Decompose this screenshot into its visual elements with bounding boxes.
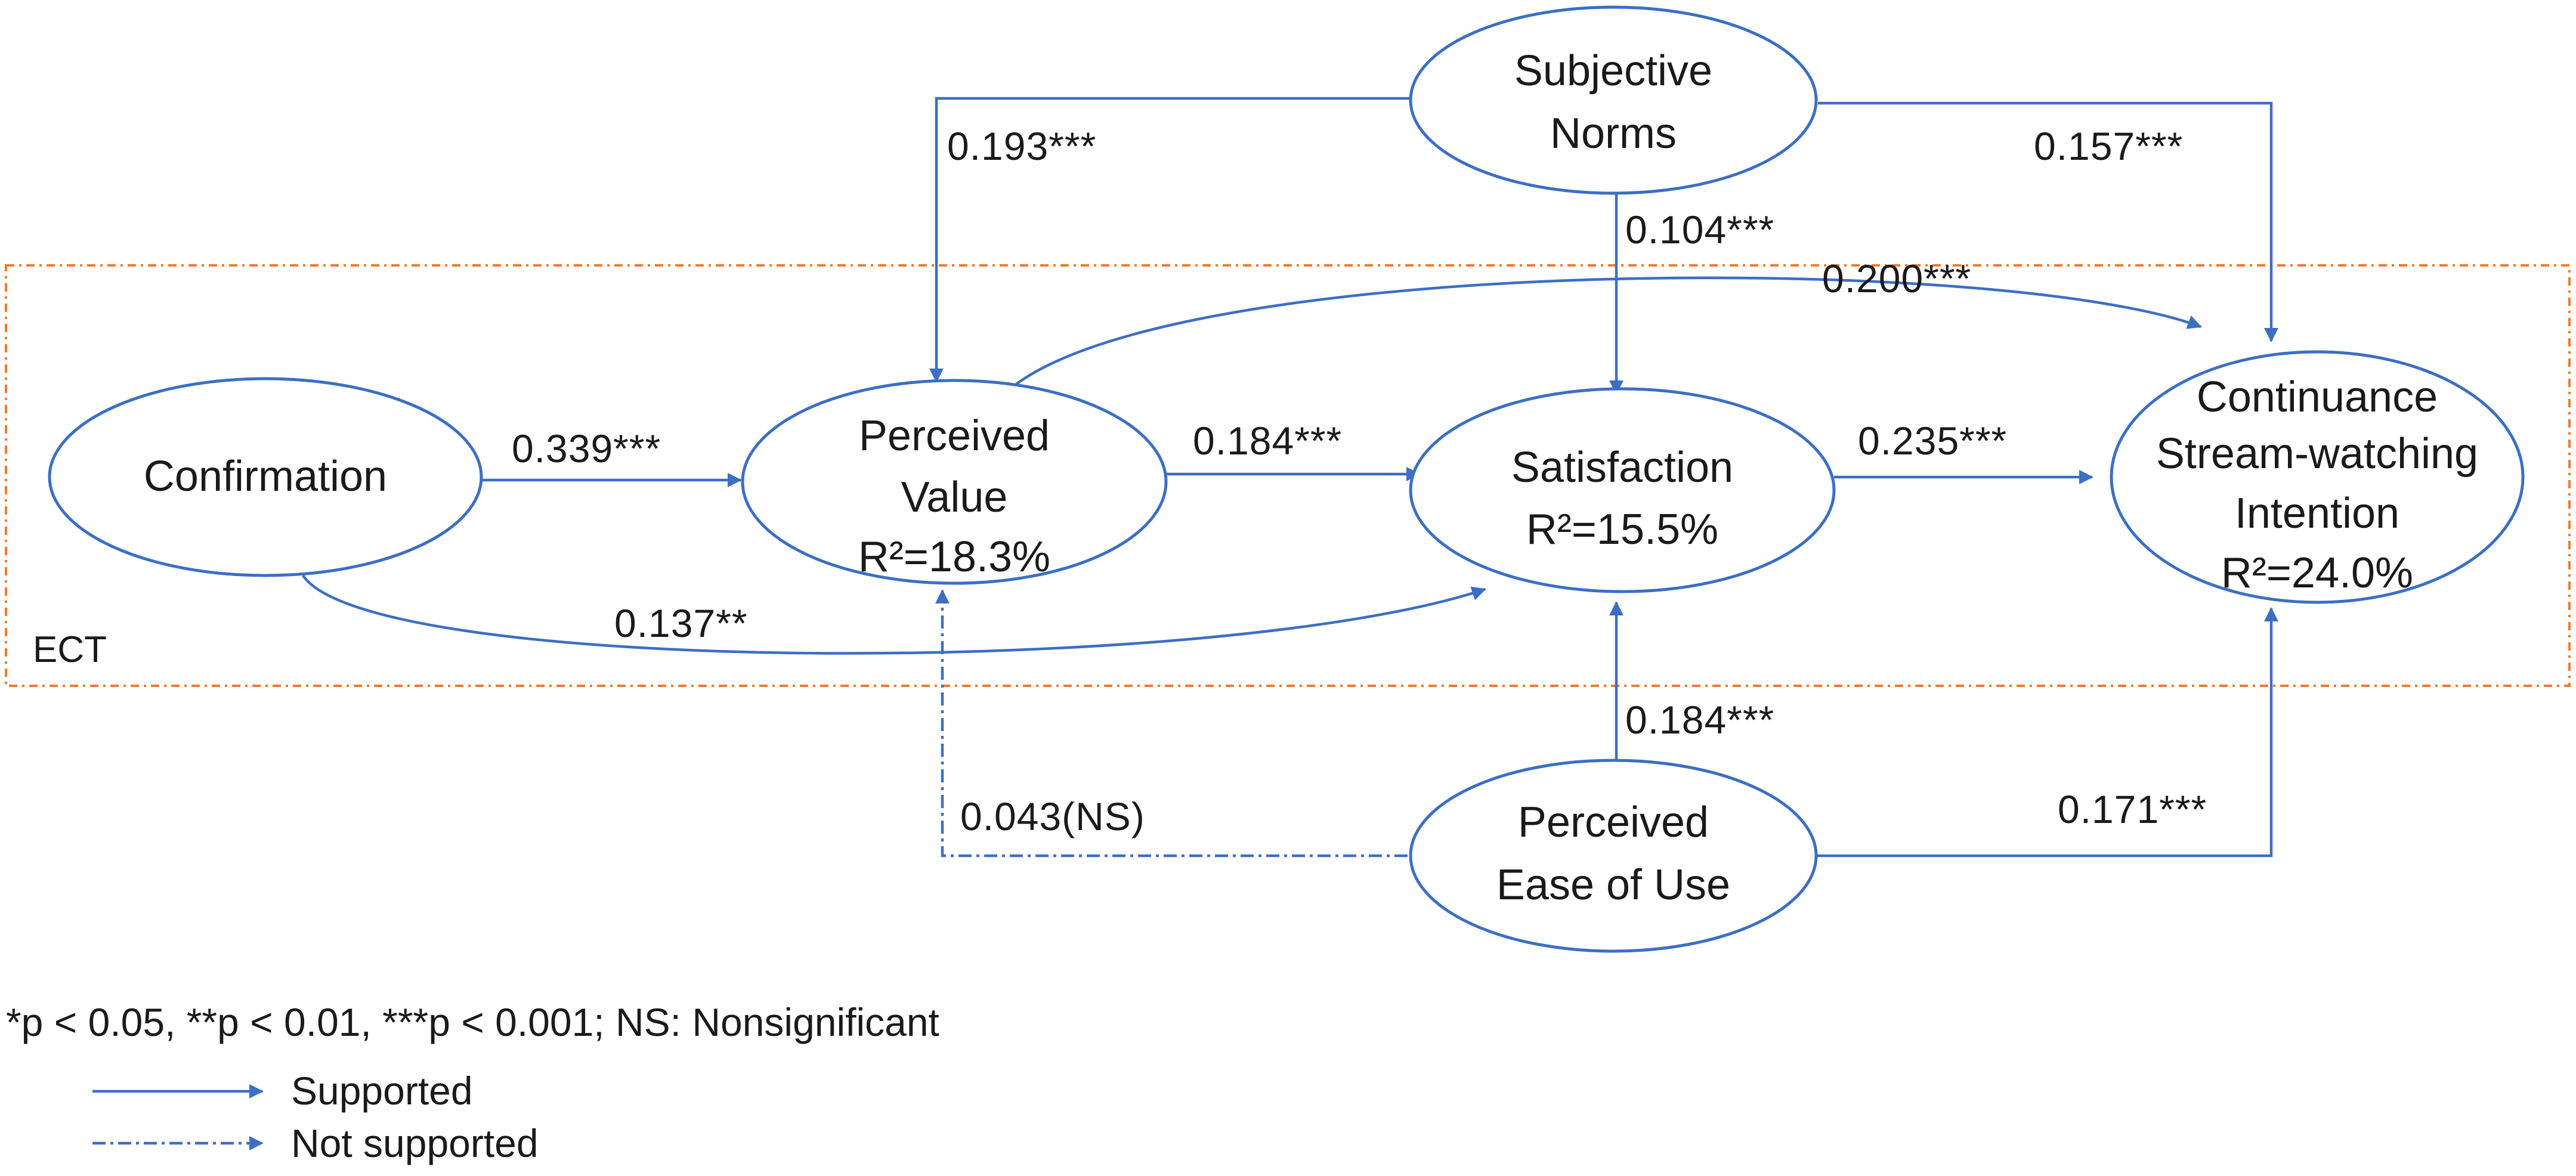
- node-subjective-norms: Subjective Norms: [1409, 5, 1818, 195]
- edge-labels: 0.193*** 0.157*** 0.104*** 0.200*** 0.33…: [512, 124, 2207, 838]
- node-perceived-value-line-2: Value: [901, 474, 1008, 521]
- node-peou-line-2: Ease of Use: [1496, 861, 1730, 909]
- edge-label-conf-sat: 0.137**: [614, 601, 748, 645]
- edge-label-sn-sat: 0.104***: [1625, 208, 1774, 252]
- node-continuance-line-3: Intention: [2235, 490, 2399, 537]
- node-perceived-ease-of-use: Perceived Ease of Use: [1409, 759, 1818, 953]
- node-perceived-value: Perceived Value R²=18.3%: [741, 379, 1168, 585]
- edge-sn-to-ci: [1818, 101, 2278, 342]
- edge-sn-to-pv: [929, 97, 1411, 383]
- ect-group-label: ECT: [33, 629, 107, 670]
- edge-peou-to-ci: [1816, 607, 2278, 858]
- ect-group-box: [5, 264, 2571, 687]
- edge-label-peou-ci: 0.171***: [2058, 787, 2207, 831]
- node-continuance-line-2: Stream-watching: [2156, 430, 2478, 478]
- node-satisfaction: Satisfaction R²=15.5%: [1409, 387, 1836, 593]
- node-subjective-norms-line-2: Norms: [1550, 110, 1677, 157]
- node-continuance-intention: Continuance Stream-watching Intention R²…: [2110, 350, 2525, 604]
- edge-label-conf-pv: 0.339***: [512, 426, 661, 471]
- node-continuance-line-4: R²=24.0%: [2221, 549, 2413, 597]
- legend-supported-label: Supported: [291, 1069, 473, 1113]
- node-confirmation: Confirmation: [48, 377, 483, 577]
- legend: *p < 0.05, **p < 0.01, ***p < 0.001; NS:…: [6, 1000, 939, 1165]
- node-subjective-norms-line-1: Subjective: [1514, 47, 1712, 95]
- edge-label-pv-sat: 0.184***: [1193, 419, 1342, 463]
- edge-conf-to-sat: [302, 574, 1486, 655]
- edges: [302, 97, 2278, 858]
- legend-not-supported-label: Not supported: [291, 1121, 539, 1165]
- edge-peou-to-pv: [935, 589, 1408, 858]
- node-peou-line-1: Perceived: [1518, 799, 1709, 846]
- edge-label-pv-ci: 0.200***: [1822, 256, 1971, 301]
- legend-significance-note: *p < 0.05, **p < 0.01, ***p < 0.001; NS:…: [6, 1000, 939, 1044]
- edge-label-sn-ci: 0.157***: [2034, 124, 2183, 168]
- edge-label-sat-ci: 0.235***: [1858, 419, 2007, 463]
- edge-label-peou-sat: 0.184***: [1625, 698, 1774, 742]
- edge-label-sn-pv: 0.193***: [947, 124, 1096, 168]
- node-continuance-line-1: Continuance: [2197, 373, 2438, 421]
- node-satisfaction-line-1: Satisfaction: [1511, 444, 1733, 491]
- node-perceived-value-line-1: Perceived: [859, 412, 1050, 460]
- edge-pv-to-ci: [992, 276, 2202, 408]
- node-perceived-value-line-3: R²=18.3%: [858, 533, 1050, 581]
- node-satisfaction-line-2: R²=15.5%: [1526, 506, 1718, 553]
- node-confirmation-line-1: Confirmation: [144, 453, 387, 500]
- edge-label-peou-pv: 0.043(NS): [960, 794, 1145, 838]
